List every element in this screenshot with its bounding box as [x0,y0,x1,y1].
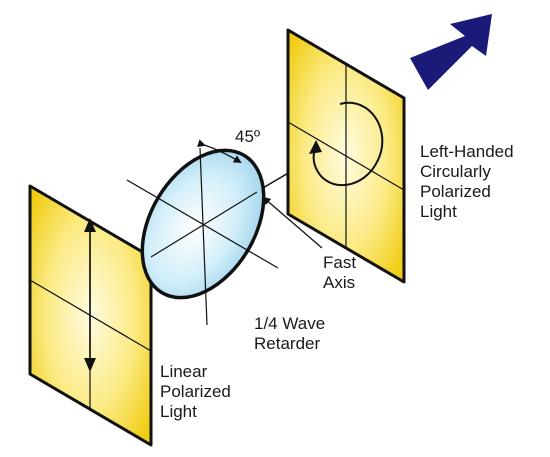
linear-line-3: Light [160,402,197,421]
fast-axis-label: Fast Axis [323,253,361,292]
circular-line-2: Circularly [420,162,491,181]
retarder-label: 1/4 Wave Retarder [254,314,330,353]
quarter-wave-retarder [126,139,323,326]
fast-axis-line-2: Axis [323,273,355,292]
retarder-line-2: Retarder [254,334,320,353]
propagation-arrow-icon [410,14,492,90]
circular-line-1: Left-Handed [420,142,514,161]
circular-line-3: Polarized [420,182,491,201]
linear-light-label: Linear Polarized Light [160,362,236,421]
angle-label: 45º [235,127,260,146]
circular-light-label: Left-Handed Circularly Polarized Light [420,142,518,221]
fast-axis-pointer [262,196,323,249]
fast-axis-line [199,147,208,326]
linear-line-2: Polarized [160,382,231,401]
counterclockwise-rotation-icon [309,101,384,187]
linear-polarizer-panel [28,184,153,447]
fast-axis-line-1: Fast [323,253,356,272]
circular-output-panel [286,28,406,284]
retarder-line-1: 1/4 Wave [254,314,325,333]
linear-line-1: Linear [160,362,208,381]
circular-line-4: Light [420,202,457,221]
angle-arc [197,139,242,164]
